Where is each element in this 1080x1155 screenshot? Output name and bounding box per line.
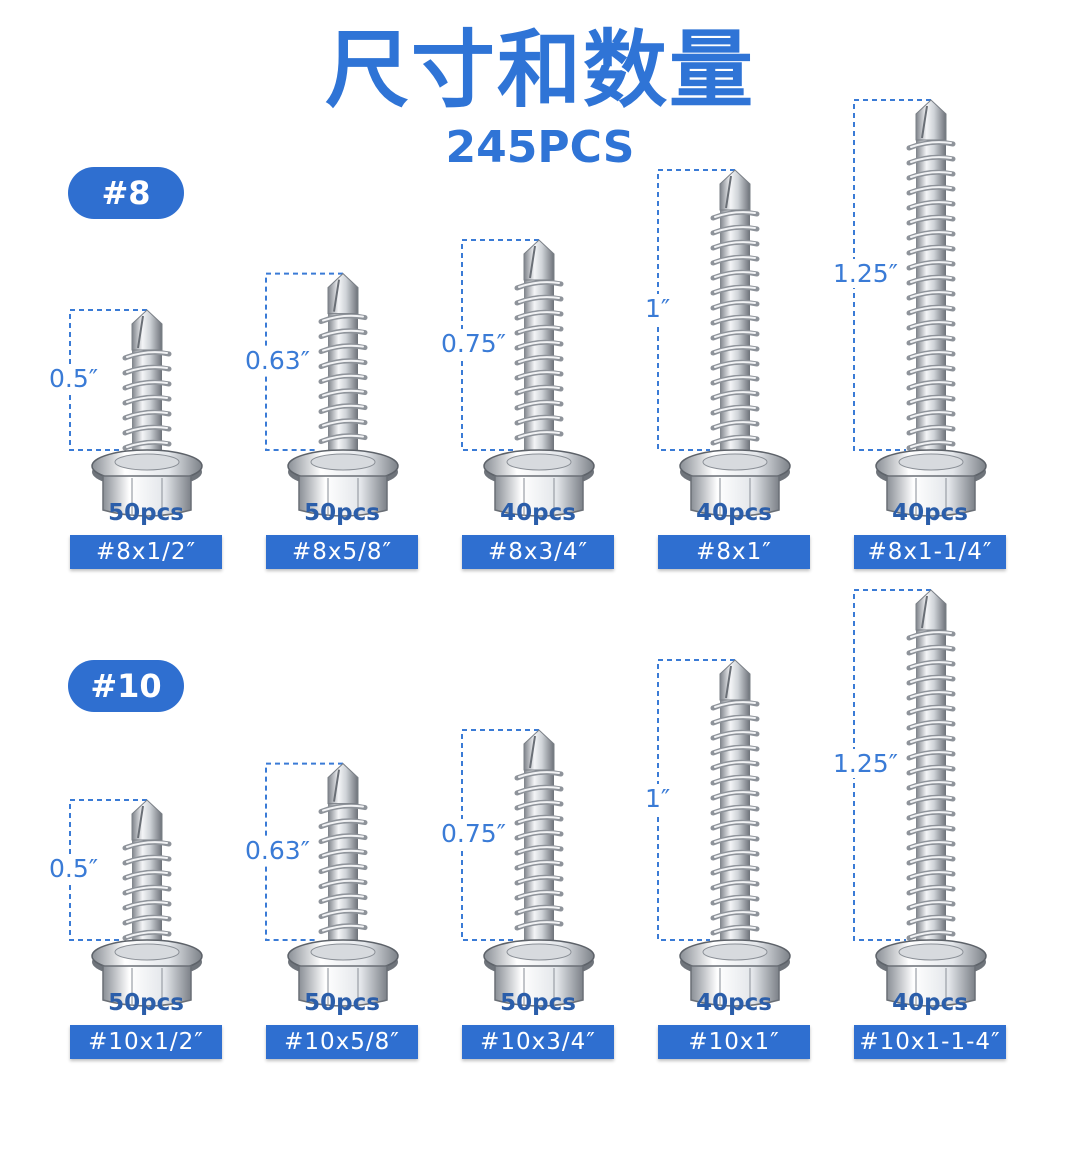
hex-head bbox=[102, 965, 192, 1007]
drill-tip bbox=[523, 729, 555, 771]
quantity-label: 50pcs bbox=[500, 990, 576, 1016]
screw-threads bbox=[122, 349, 172, 451]
spec-tag: #10x1/2″ bbox=[70, 1025, 222, 1059]
hex-head bbox=[690, 965, 780, 1007]
spec-tag: #8x3/4″ bbox=[462, 535, 614, 569]
spec-tag: #10x5/8″ bbox=[266, 1025, 418, 1059]
quantity-label: 50pcs bbox=[304, 500, 380, 526]
drill-tip bbox=[719, 169, 751, 211]
screw-shank bbox=[720, 690, 750, 940]
quantity-label: 40pcs bbox=[892, 990, 968, 1016]
spec-tag: #10x1-1-4″ bbox=[854, 1025, 1006, 1059]
hex-head bbox=[494, 965, 584, 1007]
quantity-label: 40pcs bbox=[892, 500, 968, 526]
screw-item: 1.25″ 40pcs #10x1-1-4″ bbox=[832, 589, 1028, 1110]
screw-item: 0.63″ 50pcs #10x5/8″ bbox=[244, 640, 440, 1110]
drill-tip bbox=[719, 659, 751, 701]
length-label: 0.5″ bbox=[48, 364, 100, 393]
length-label: 0.75″ bbox=[440, 819, 508, 848]
quantity-label: 50pcs bbox=[108, 990, 184, 1016]
hex-head bbox=[494, 475, 584, 517]
screw-illustration bbox=[69, 799, 203, 1007]
quantity-label: 50pcs bbox=[108, 500, 184, 526]
size-badge: #10 bbox=[68, 660, 184, 712]
screw-item: 0.75″ 40pcs #8x3/4″ bbox=[440, 150, 636, 620]
screw-threads bbox=[710, 209, 760, 446]
total-count: 245PCS bbox=[445, 122, 635, 173]
screw-illustration bbox=[69, 309, 203, 517]
spec-tag: #10x1″ bbox=[658, 1025, 810, 1059]
drill-tip bbox=[131, 799, 163, 841]
screw-illustration bbox=[265, 272, 399, 517]
screw-threads bbox=[906, 139, 956, 451]
length-label: 0.63″ bbox=[244, 345, 312, 375]
length-label: 1.25″ bbox=[832, 259, 900, 288]
quantity-label: 40pcs bbox=[696, 500, 772, 526]
screw-threads bbox=[122, 839, 172, 941]
screw-item: 1″ 40pcs #8x1″ bbox=[636, 150, 832, 620]
spec-tag: #8x1-1/4″ bbox=[854, 535, 1006, 569]
screw-threads bbox=[514, 279, 564, 441]
screw-item: 1.25″ 40pcs #8x1-1/4″ bbox=[832, 99, 1028, 620]
screw-item: 0.5″ 50pcs #8x1/2″ bbox=[48, 150, 244, 620]
quantity-label: 40pcs bbox=[696, 990, 772, 1016]
spec-tag: #8x1/2″ bbox=[70, 535, 222, 569]
quantity-label: 40pcs bbox=[500, 500, 576, 526]
screw-threads bbox=[514, 769, 564, 931]
screw-shank bbox=[720, 200, 750, 450]
drill-tip bbox=[131, 309, 163, 351]
drill-tip bbox=[327, 762, 359, 805]
screw-illustration bbox=[853, 99, 987, 517]
size-badge: #8 bbox=[68, 167, 184, 219]
hex-head bbox=[886, 965, 976, 1007]
quantity-label: 50pcs bbox=[304, 990, 380, 1016]
spec-tag: #10x3/4″ bbox=[462, 1025, 614, 1059]
hex-head bbox=[298, 965, 388, 1007]
screw-illustration bbox=[461, 239, 595, 517]
screw-item: 0.75″ 50pcs #10x3/4″ bbox=[440, 640, 636, 1110]
screw-illustration bbox=[461, 729, 595, 1007]
length-label: 1.25″ bbox=[832, 749, 900, 778]
screw-item: 1″ 40pcs #10x1″ bbox=[636, 640, 832, 1110]
length-label: 0.5″ bbox=[48, 854, 100, 883]
hex-head bbox=[298, 475, 388, 517]
screw-threads bbox=[318, 313, 368, 445]
drill-tip bbox=[523, 239, 555, 281]
screw-item: 0.5″ 50pcs #10x1/2″ bbox=[48, 640, 244, 1110]
screw-group: 0.5″ 50pcs #10x1/2″ 0.63″ 50pcs #10x5/8″ 0.75″… bbox=[0, 589, 1080, 1110]
page-title: 尺寸和数量 bbox=[324, 21, 755, 119]
screw-item: 0.63″ 50pcs #8x5/8″ bbox=[244, 150, 440, 620]
length-label: 1″ bbox=[644, 784, 672, 813]
screw-threads bbox=[906, 629, 956, 941]
drill-tip bbox=[327, 272, 359, 315]
screw-group: 0.5″ 50pcs #8x1/2″ 0.63″ 50pcs #8x5/8″ 0.75″ 40… bbox=[0, 99, 1080, 620]
screw-illustration bbox=[657, 169, 791, 517]
spec-tag: #8x5/8″ bbox=[266, 535, 418, 569]
screw-threads bbox=[318, 803, 368, 935]
screw-illustration bbox=[265, 762, 399, 1007]
hex-head bbox=[690, 475, 780, 517]
screw-threads bbox=[710, 699, 760, 936]
length-label: 0.63″ bbox=[244, 835, 312, 865]
screw-illustration bbox=[657, 659, 791, 1007]
hex-head bbox=[102, 475, 192, 517]
hex-head bbox=[886, 475, 976, 517]
length-label: 0.75″ bbox=[440, 329, 508, 358]
spec-tag: #8x1″ bbox=[658, 535, 810, 569]
length-label: 1″ bbox=[644, 294, 672, 323]
